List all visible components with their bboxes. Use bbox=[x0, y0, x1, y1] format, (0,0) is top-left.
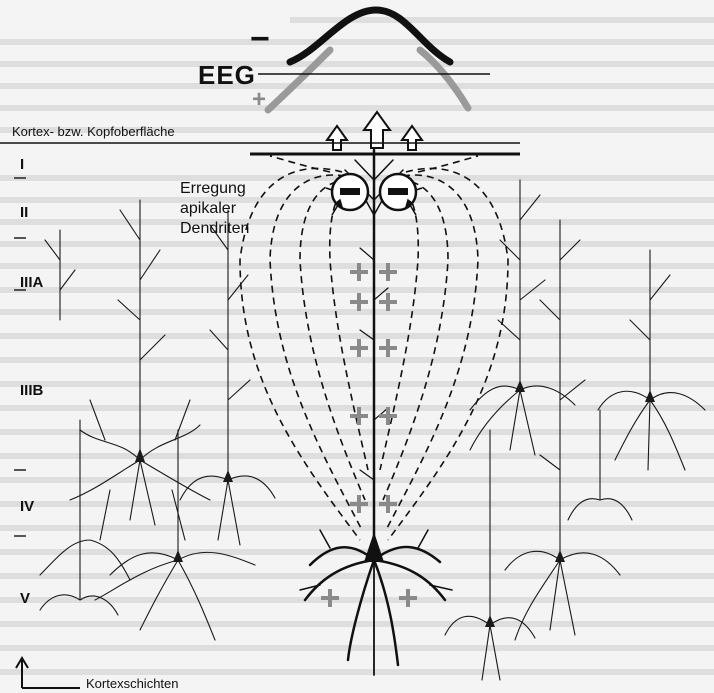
excitation-label-line1: Erregung bbox=[180, 180, 246, 198]
axis-marker bbox=[16, 658, 80, 688]
layer-label-i: I bbox=[20, 156, 24, 173]
axis-label: Kortexschichten bbox=[86, 676, 179, 691]
layer-label-v: V bbox=[20, 590, 30, 607]
surface-label: Kortex- bzw. Kopfoberfläche bbox=[12, 124, 175, 139]
left-neurons bbox=[40, 200, 275, 640]
layer-ticks bbox=[14, 178, 26, 536]
excitation-label-line3: Dendriten bbox=[180, 220, 249, 238]
layer-label-ii: II bbox=[20, 204, 28, 221]
layer-label-iiia: IIIA bbox=[20, 274, 43, 291]
central-soma bbox=[364, 532, 384, 562]
upward-arrows bbox=[327, 112, 422, 150]
left-somas bbox=[135, 448, 233, 562]
eeg-plus-label: + bbox=[252, 86, 266, 114]
eeg-minus-label: − bbox=[250, 22, 270, 56]
eeg-label: EEG bbox=[198, 60, 256, 91]
layer-label-iiib: IIIB bbox=[20, 382, 43, 399]
right-neurons bbox=[445, 180, 705, 680]
right-somas bbox=[485, 380, 655, 627]
excitation-label-line2: apikaler bbox=[180, 200, 236, 218]
layer-label-iv: IV bbox=[20, 498, 34, 515]
